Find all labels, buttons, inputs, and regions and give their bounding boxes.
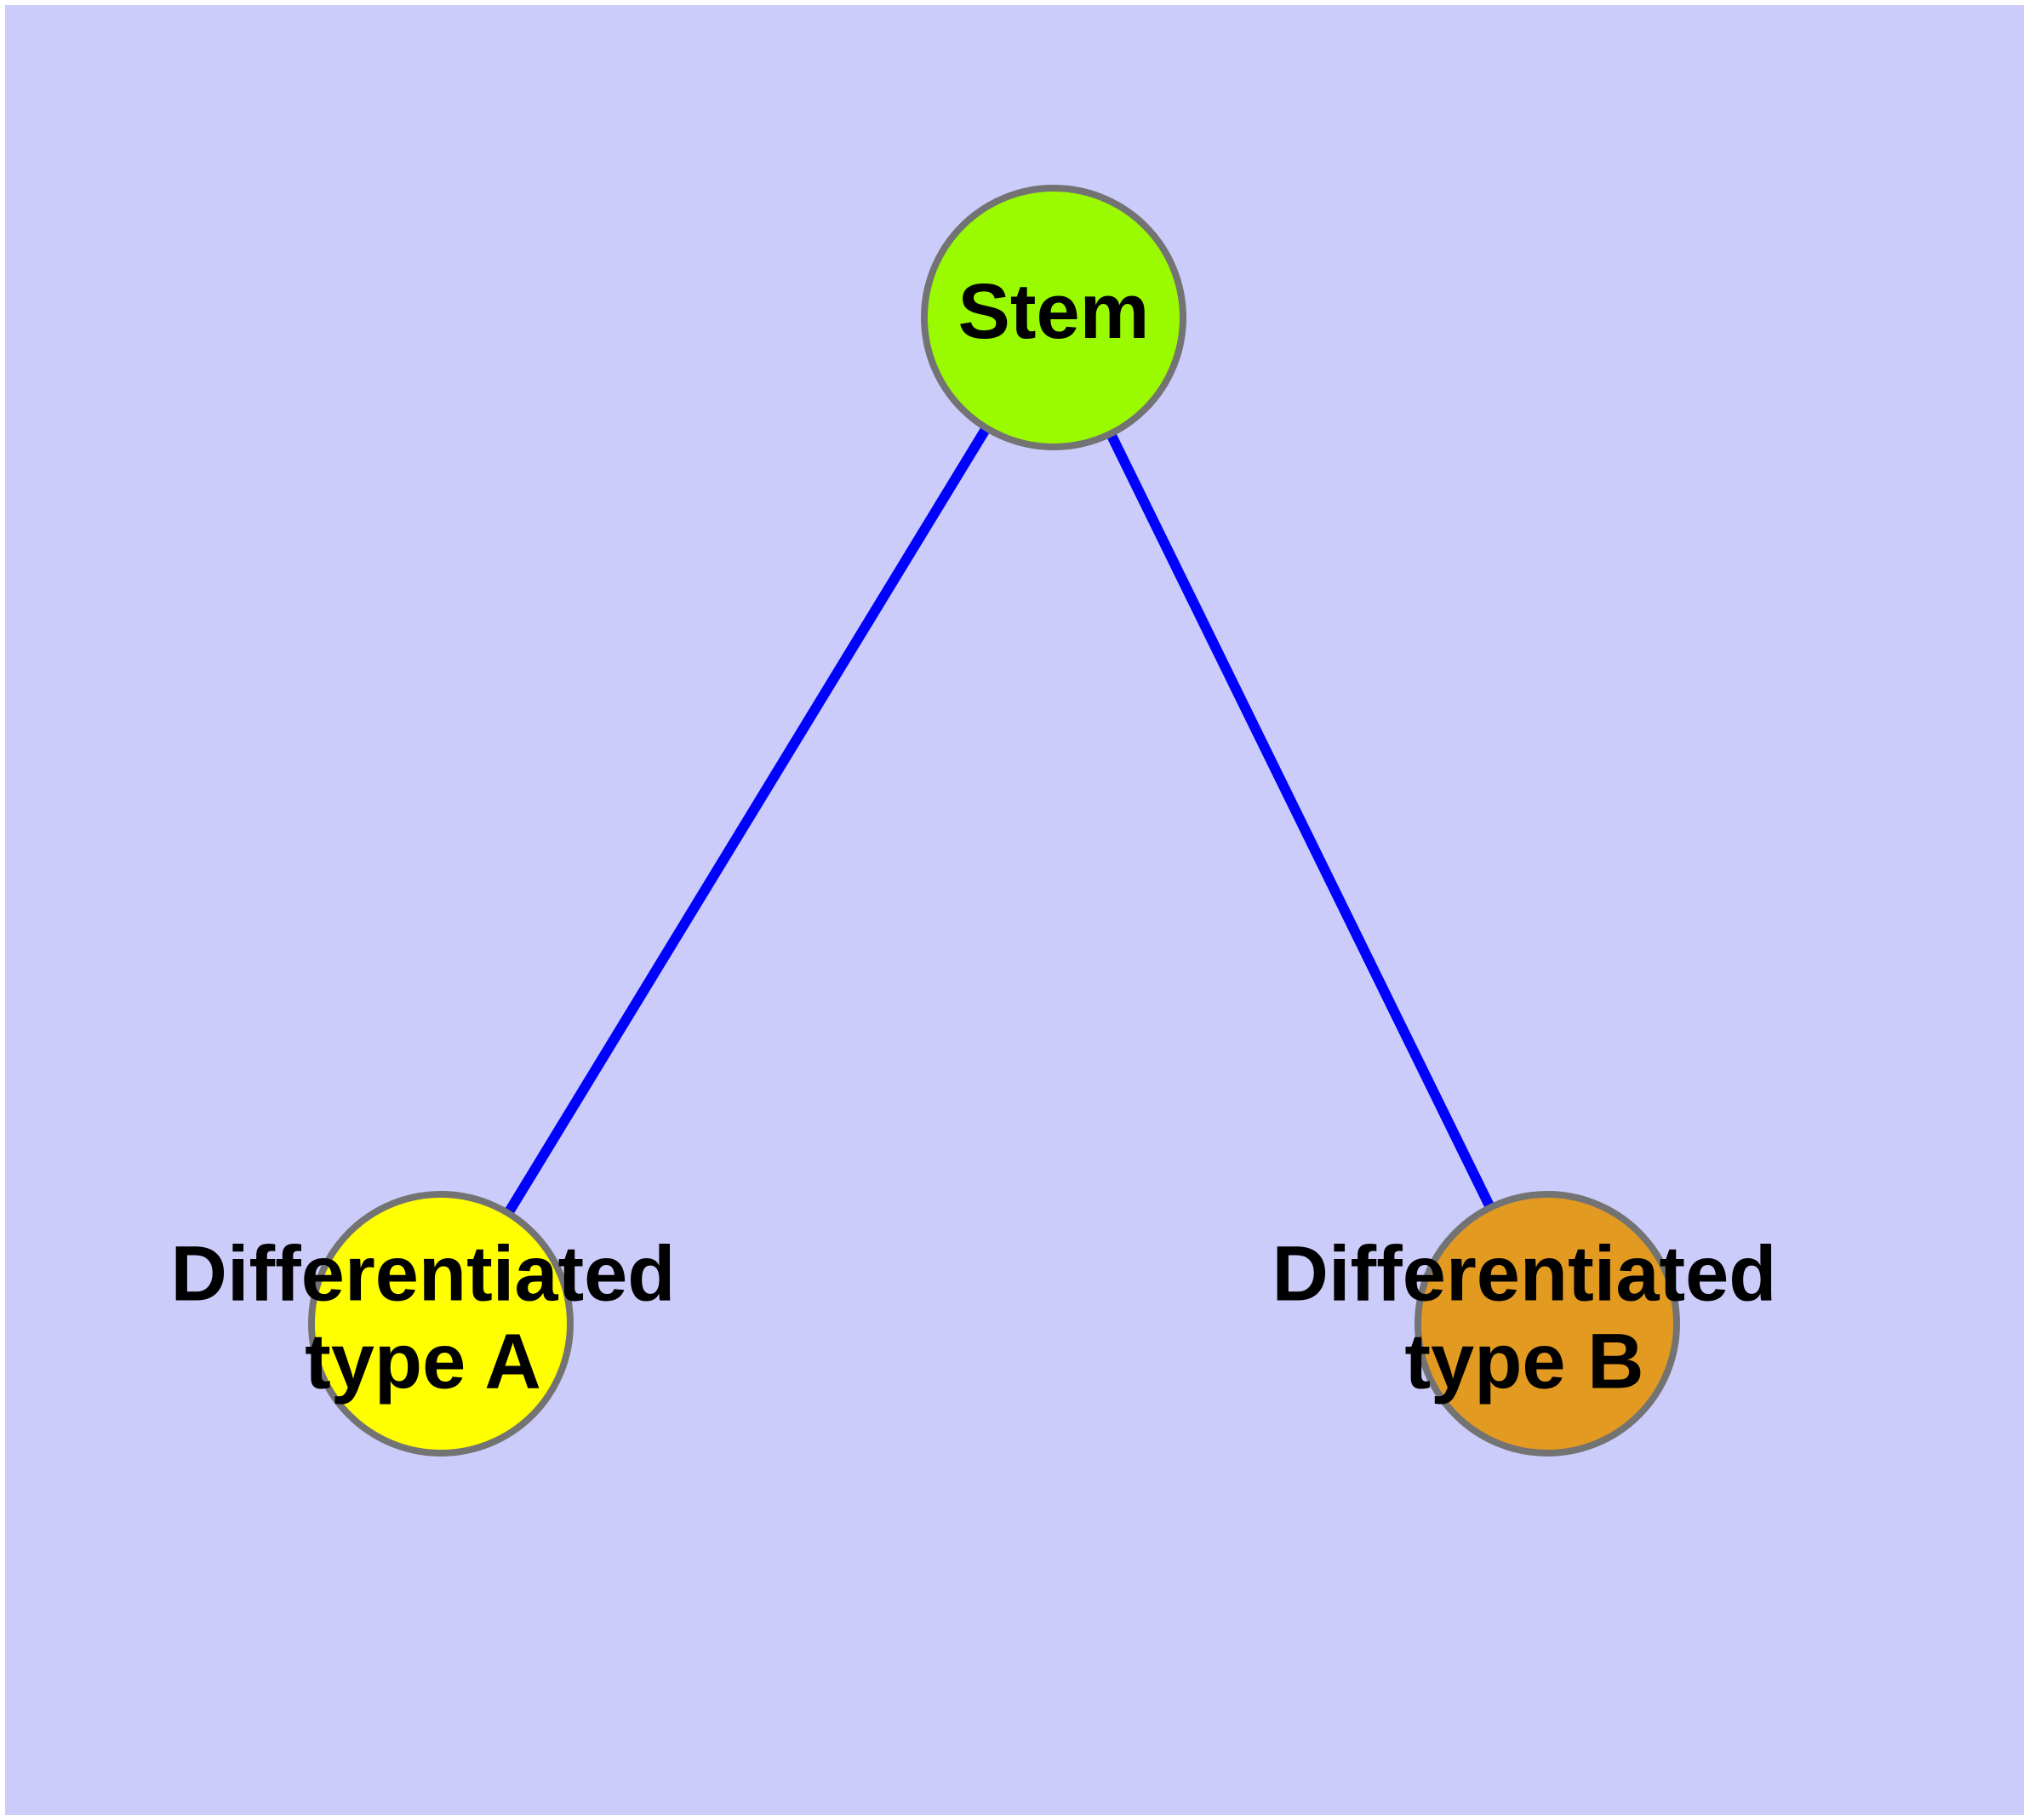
edge-stem-diff-b [1049, 315, 1552, 1326]
node-diff_a[interactable] [308, 1191, 574, 1457]
edges-layer [436, 314, 1552, 1327]
node-label-line: Stem [958, 268, 1150, 355]
node-circle-diff_a[interactable] [308, 1191, 574, 1457]
edge-stem-diff-a [436, 314, 1059, 1327]
node-stem[interactable] [921, 185, 1186, 450]
node-label-stem: Stem [958, 268, 1150, 355]
node-diff_b[interactable] [1415, 1191, 1680, 1457]
node-label-line: type A [305, 1319, 541, 1405]
node-label-line: type B [1404, 1319, 1643, 1405]
node-circle-diff_b[interactable] [1415, 1191, 1680, 1457]
node-circle-stem[interactable] [921, 185, 1186, 450]
node-label-line: Differentiated [171, 1231, 676, 1318]
node-label-line: Differentiated [1272, 1231, 1777, 1318]
